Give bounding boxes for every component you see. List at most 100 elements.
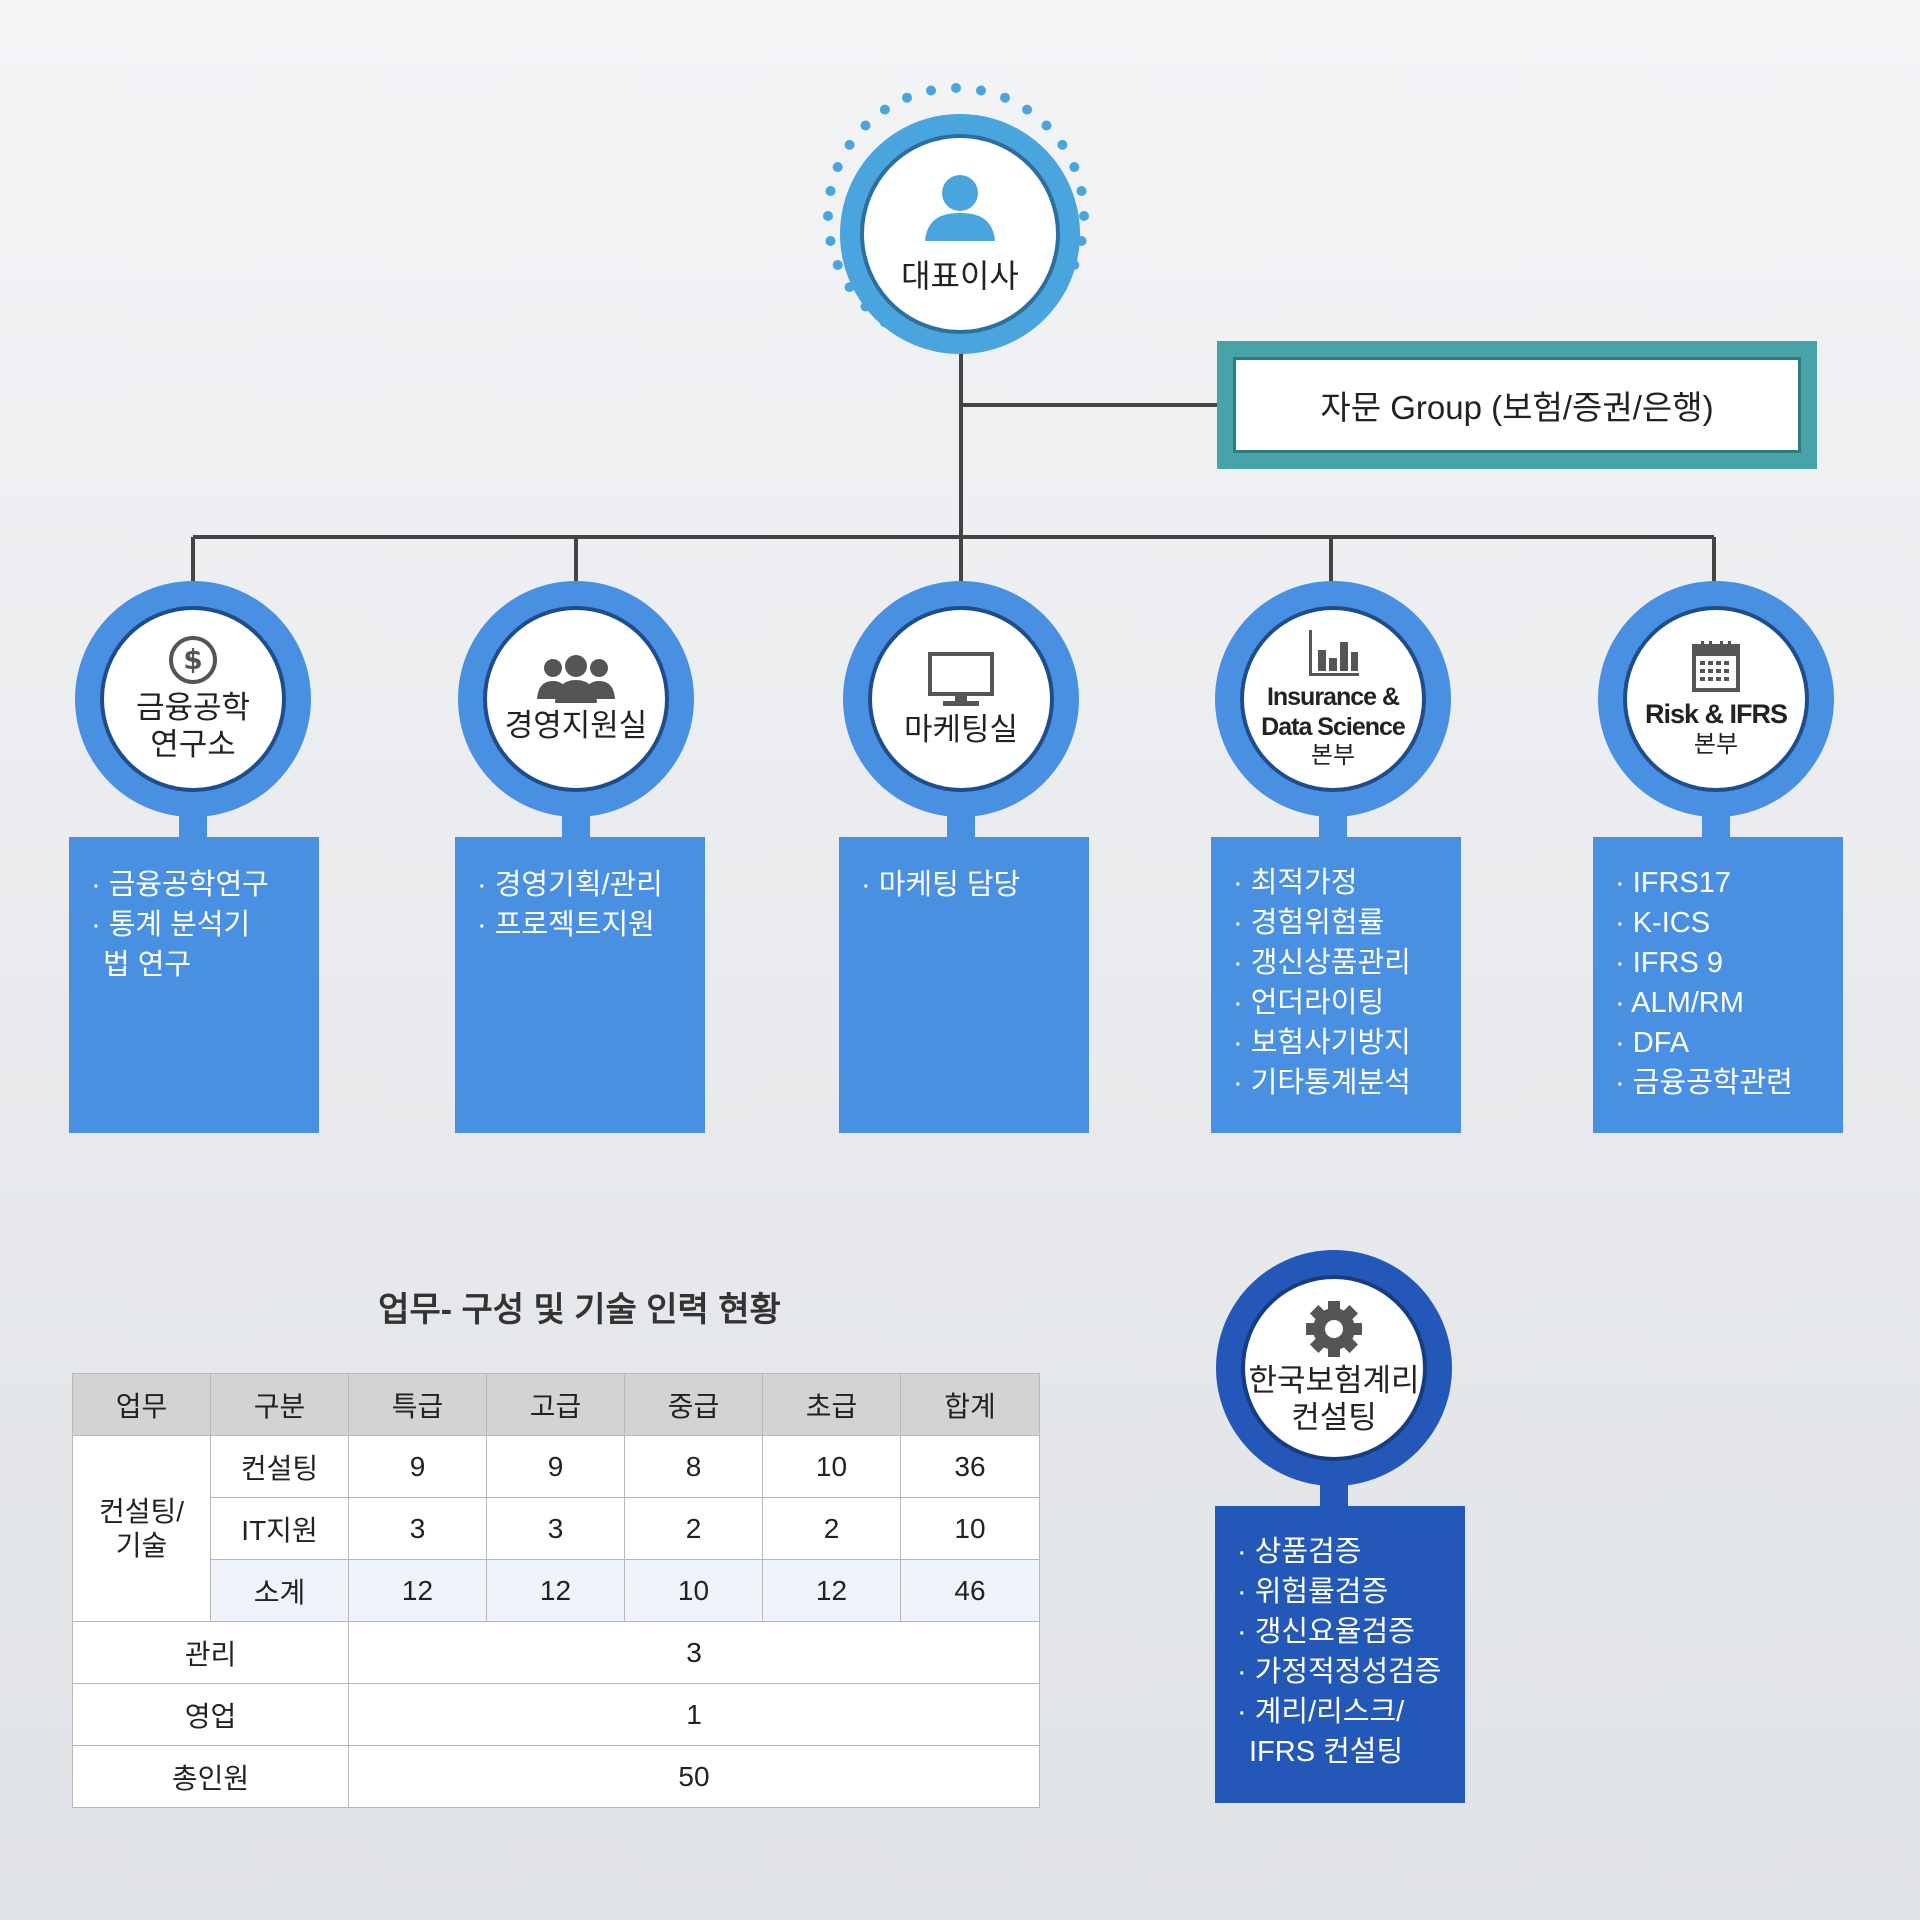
list-item: 언더라이팅 [1211, 983, 1461, 1023]
list-item: IFRS17 [1593, 863, 1843, 903]
division-stem [179, 808, 207, 838]
people-icon [537, 654, 615, 703]
division-node-risk-ifrs[interactable]: Risk & IFRS 본부 [1623, 606, 1809, 792]
list-item: 금융공학관련 [1593, 1063, 1843, 1103]
list-item: 금융공학연구 [69, 865, 319, 905]
list-item: 프로젝트지원 [455, 905, 705, 945]
table-cell: 영업 [72, 1683, 349, 1746]
division-box-insurance-data-science: 최적가정 경험위험률 갱신상품관리 언더라이팅 보험사기방지 기타통계분석 [1211, 837, 1461, 1133]
table-cell: 36 [900, 1435, 1040, 1498]
division-box-marketing: 마케팅 담당 [839, 837, 1089, 1133]
division-title-line: Risk & IFRS [1644, 699, 1788, 729]
table-cell: 50 [348, 1745, 1040, 1808]
ring-dot [1041, 120, 1052, 131]
division-title-line: 마케팅실 [903, 711, 1019, 747]
ring-dot [860, 120, 871, 131]
list-item: ALM/RM [1593, 983, 1843, 1023]
table-cell: 12 [762, 1559, 901, 1622]
table-header-cell: 합계 [900, 1373, 1040, 1436]
table-cell: 2 [762, 1497, 901, 1560]
list-item: 계리/리스크/ IFRS 컨설팅 [1215, 1692, 1415, 1772]
list-item: 통계 분석기법 연구 [69, 905, 259, 985]
list-item: 보험사기방지 [1211, 1023, 1461, 1063]
table-row: 관리 3 [72, 1621, 1040, 1684]
list-item: 경영기획/관리 [455, 865, 705, 905]
table-cell: 3 [348, 1497, 487, 1560]
division-node-insurance-data-science[interactable]: Insurance & Data Science 본부 [1240, 606, 1426, 792]
ring-dot [825, 186, 836, 196]
table-cell: 소계 [210, 1559, 349, 1622]
table-header-cell: 초급 [762, 1373, 901, 1436]
division-title-line: Insurance & [1266, 683, 1400, 711]
table-title: 업무- 구성 및 기술 인력 현황 [378, 1291, 781, 1329]
list-item: K-ICS [1593, 903, 1843, 943]
table-row: IT지원 3 3 2 2 10 [73, 1497, 1040, 1560]
ceo-label: 대표이사 [901, 258, 1019, 294]
table-cell: 10 [900, 1497, 1040, 1560]
dollar-icon: $ [169, 636, 217, 684]
list-item: 가정적정성검증 [1215, 1652, 1465, 1692]
person-icon [925, 175, 995, 241]
list-item: DFA [1593, 1023, 1843, 1063]
advisory-group-box[interactable]: 자문 Group (보험/증권/은행) [1217, 341, 1817, 469]
table-cell: 12 [348, 1559, 487, 1622]
table-row: 컨설팅/ 기술 컨설팅 9 9 8 10 36 [72, 1435, 1040, 1622]
table-cell: 8 [624, 1435, 763, 1498]
division-subtitle: 본부 [1310, 742, 1356, 769]
consulting-box: 상품검증 위험률검증 갱신요율검증 가정적정성검증 계리/리스크/ IFRS 컨… [1215, 1506, 1465, 1803]
table-header-cell: 구분 [210, 1373, 349, 1436]
table-cell: 컨설팅 [210, 1435, 349, 1498]
division-title-line: 금융공학 [135, 690, 251, 725]
list-item: 위험률검증 [1215, 1572, 1465, 1612]
ring-dot [825, 236, 836, 246]
list-item: 마케팅 담당 [839, 865, 1089, 905]
ceo-node[interactable]: 대표이사 [860, 134, 1060, 334]
svg-text:$: $ [183, 643, 202, 676]
table-row: 영업 1 [72, 1683, 1040, 1746]
division-box-finance-lab: 금융공학연구 통계 분석기법 연구 [69, 837, 319, 1133]
ring-dot [1079, 211, 1089, 221]
gear-icon [1306, 1301, 1362, 1357]
consulting-node[interactable]: 한국보험계리 컨설팅 [1241, 1275, 1427, 1461]
table-cell: 9 [348, 1435, 487, 1498]
list-item: 최적가정 [1211, 863, 1461, 903]
advisory-group-label: 자문 Group (보험/증권/은행) [1233, 357, 1801, 453]
division-subtitle: 본부 [1693, 731, 1739, 758]
division-title-line: Data Science [1261, 713, 1406, 741]
table-group-label: 컨설팅/ 기술 [98, 1495, 185, 1561]
division-stem [1319, 808, 1347, 838]
list-item: 기타통계분석 [1211, 1063, 1461, 1103]
division-title-line: 연구소 [150, 727, 236, 762]
table-cell: 12 [486, 1559, 625, 1622]
division-node-finance-lab[interactable]: $ 금융공학 연구소 [100, 606, 286, 792]
list-item: 갱신요율검증 [1215, 1612, 1465, 1652]
monitor-icon [928, 651, 994, 706]
table-cell: 10 [762, 1435, 901, 1498]
division-node-management[interactable]: 경영지원실 [483, 606, 669, 792]
table-total-row: 총인원 50 [72, 1745, 1040, 1808]
list-item: 갱신상품관리 [1211, 943, 1461, 983]
table-header-cell: 고급 [486, 1373, 625, 1436]
table-cell: 9 [486, 1435, 625, 1498]
ring-dot [823, 211, 833, 221]
ring-dot [832, 260, 843, 270]
list-item: 상품검증 [1215, 1532, 1465, 1572]
ring-dot [902, 92, 912, 103]
table-cell: 3 [348, 1621, 1040, 1684]
ring-dot [879, 104, 890, 115]
division-box-risk-ifrs: IFRS17 K-ICS IFRS 9 ALM/RM DFA 금융공학관련 [1593, 837, 1843, 1133]
table-cell: IT지원 [210, 1497, 349, 1560]
division-stem [562, 808, 590, 838]
calendar-icon [1692, 641, 1740, 692]
ring-dot [976, 85, 986, 96]
table-cell: 2 [624, 1497, 763, 1560]
table-cell: 10 [624, 1559, 763, 1622]
division-title-line: 경영지원실 [504, 707, 648, 743]
ring-dot [1057, 139, 1068, 150]
ring-dot [951, 83, 961, 93]
ring-dot [1069, 162, 1080, 172]
table-header-cell: 중급 [624, 1373, 763, 1436]
table-subtotal-row: 소계 12 12 10 12 46 [73, 1559, 1040, 1622]
division-node-marketing[interactable]: 마케팅실 [868, 606, 1054, 792]
